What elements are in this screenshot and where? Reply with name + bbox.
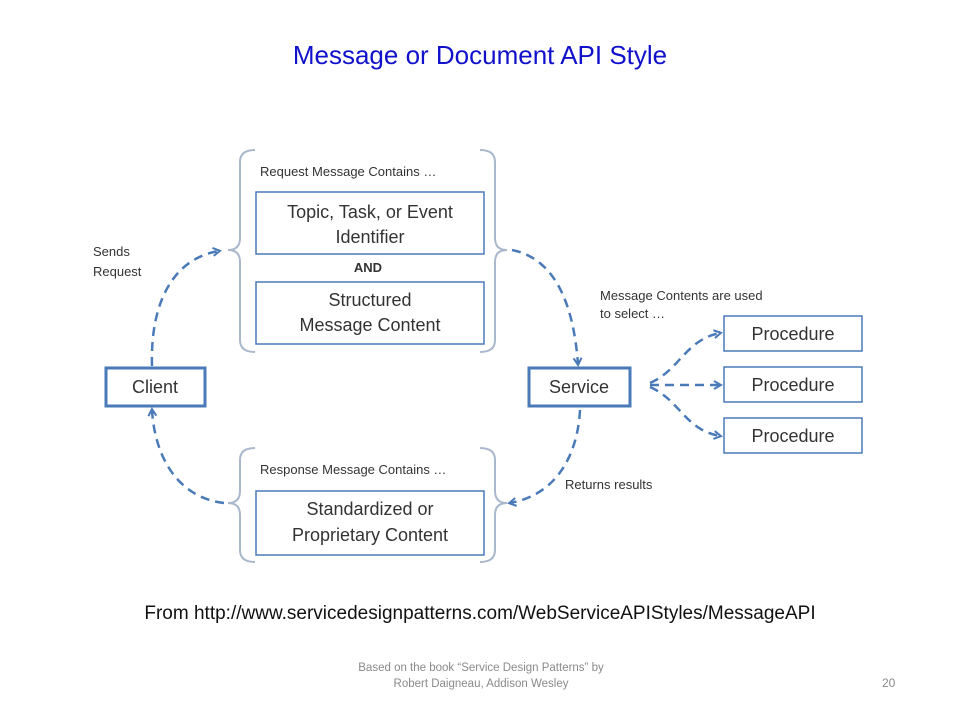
contents-used-line-1: Message Contents are used: [600, 288, 763, 303]
procedure-label-1: Procedure: [751, 324, 834, 344]
request-left-bracket: [227, 149, 256, 353]
procedure-label-3: Procedure: [751, 426, 834, 446]
service-label: Service: [549, 377, 609, 397]
response-caption: Response Message Contains …: [260, 462, 446, 477]
response-left-bracket: [227, 447, 256, 563]
request-right-bracket: [479, 149, 508, 353]
returns-results-arrow: [510, 409, 582, 503]
response-box: [255, 490, 485, 556]
procedure-box-3: [723, 417, 863, 454]
service-to-procedure-1-arrow: [649, 333, 720, 385]
request-caption: Request Message Contains …: [260, 164, 436, 179]
request-box-content: [255, 281, 485, 345]
response-box-line-2: Proprietary Content: [292, 525, 448, 545]
response-group: Response Message Contains … Standardized…: [227, 447, 508, 563]
request-box-identifier: [255, 191, 485, 255]
request-box-content-line-1: Structured: [328, 290, 411, 310]
sends-request-line-2: Request: [93, 264, 142, 279]
request-box-identifier-line-2: Identifier: [335, 227, 404, 247]
sends-request-arrow: [150, 251, 219, 367]
sends-request-line-1: Sends: [93, 244, 130, 259]
returns-results-label: Returns results: [565, 477, 653, 492]
procedure-box-1: [723, 315, 863, 352]
procedure-label-2: Procedure: [751, 375, 834, 395]
request-to-service-arrow: [511, 248, 578, 364]
service-to-procedure-3-arrow: [649, 385, 720, 436]
request-box-content-line-2: Message Content: [299, 315, 440, 335]
and-label: AND: [354, 260, 382, 275]
procedure-box-2: [723, 366, 863, 403]
page-number: 20: [882, 676, 896, 690]
client-label: Client: [132, 377, 178, 397]
service-box: [527, 366, 632, 408]
footer-note: Based on the book “Service Design Patter…: [358, 662, 604, 690]
contents-used-line-2: to select …: [600, 306, 665, 321]
response-right-bracket: [479, 447, 508, 563]
source-citation: From http://www.servicedesignpatterns.co…: [144, 603, 816, 624]
client-box: [104, 366, 207, 408]
slide-title: Message or Document API Style: [292, 40, 668, 70]
request-box-identifier-line-1: Topic, Task, or Event: [287, 202, 453, 222]
response-to-client-arrow: [152, 410, 225, 505]
request-group: Request Message Contains … Topic, Task, …: [227, 149, 508, 353]
response-box-line-1: Standardized or: [306, 499, 433, 519]
